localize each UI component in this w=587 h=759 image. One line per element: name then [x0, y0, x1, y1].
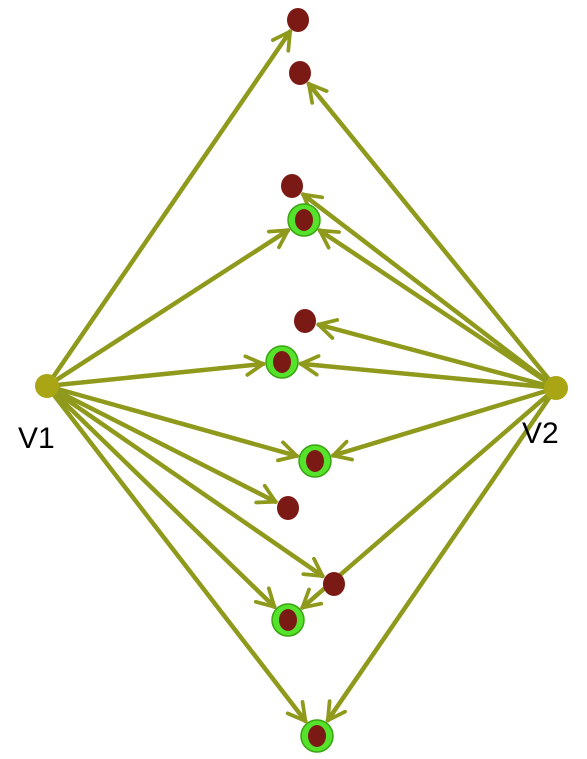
arrow-v1-n6	[44, 354, 266, 389]
edge-group	[44, 29, 559, 724]
node-dot-n7	[306, 450, 324, 472]
node-dot-n8	[277, 496, 299, 520]
vertex-v2	[544, 376, 568, 400]
arrow-v2-n3	[300, 192, 559, 391]
arrow-v1-n9	[44, 383, 325, 579]
arrow-v2-n6	[298, 354, 559, 391]
arrow-v2-n5	[316, 318, 559, 391]
node-dot-n4	[295, 209, 313, 231]
arrow-v1-n4	[44, 228, 291, 389]
vertex-label-v2: V2	[522, 417, 559, 450]
arrow-v1-n11	[44, 383, 308, 724]
node-group	[265, 8, 345, 753]
node-dot-n5	[294, 309, 316, 333]
node-dot-n6	[273, 351, 291, 373]
vertex-group	[35, 374, 568, 400]
arrow-v2-n2	[306, 81, 559, 391]
arrow-v1-n7	[44, 383, 299, 463]
arrow-v2-n10	[300, 385, 559, 610]
node-dot-n2	[289, 61, 311, 85]
arrow-v1-n10	[44, 383, 277, 610]
node-dot-n3	[281, 174, 303, 198]
node-dot-n10	[279, 609, 297, 631]
vertex-v1	[35, 374, 59, 398]
arrow-v2-n4	[317, 228, 559, 391]
node-dot-n9	[323, 572, 345, 596]
arrow-v1-n1	[44, 29, 293, 389]
vertex-label-v1: V1	[18, 422, 55, 455]
arrow-v1-n8	[44, 383, 278, 505]
node-dot-n1	[287, 8, 309, 32]
node-dot-n11	[308, 725, 326, 747]
arrow-v2-n11	[325, 385, 559, 723]
arrow-v2-n7	[330, 385, 559, 462]
